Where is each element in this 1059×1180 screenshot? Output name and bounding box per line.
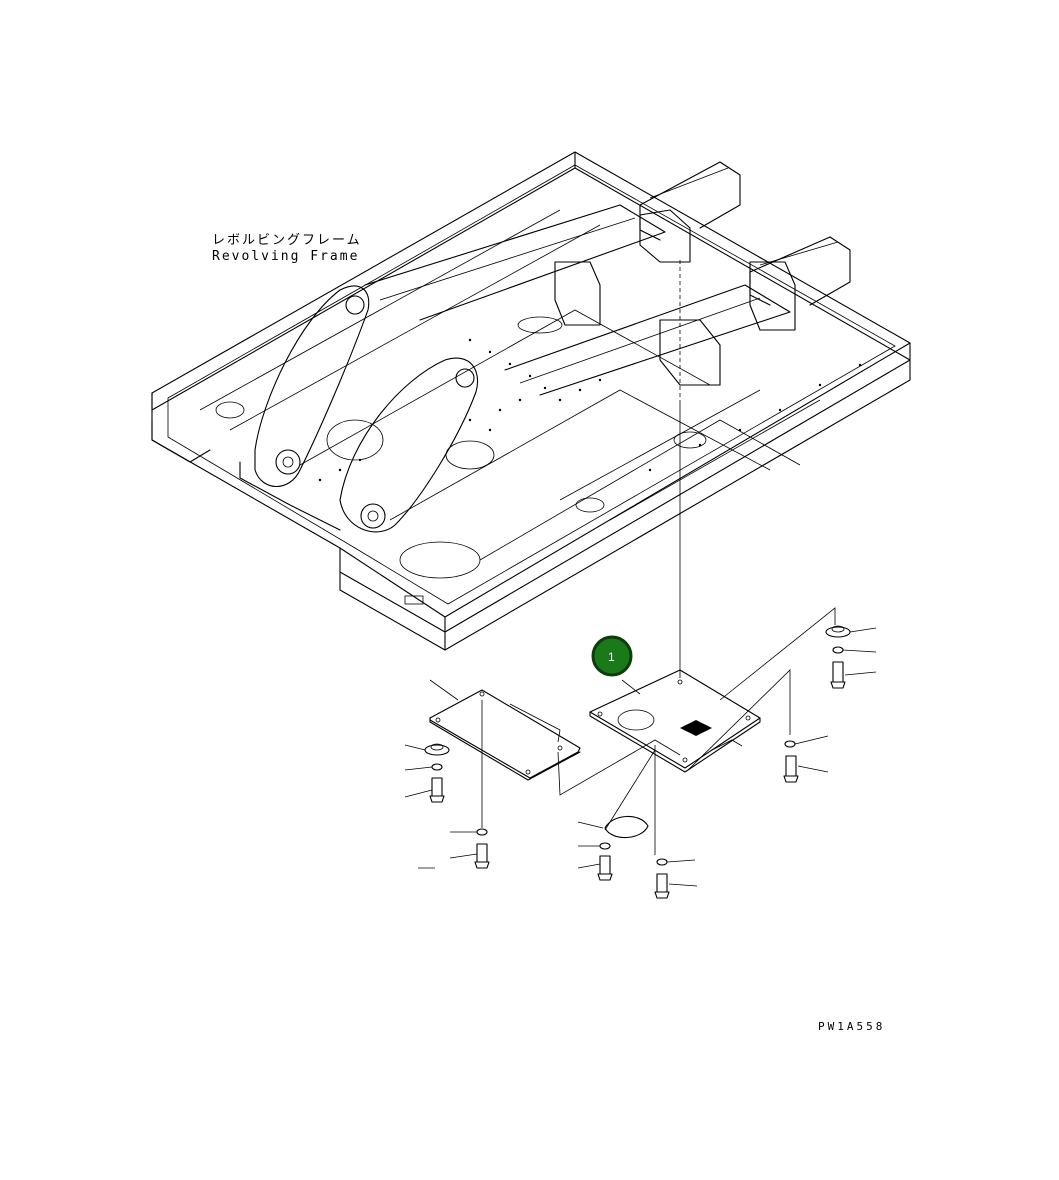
callout-number: 1: [608, 650, 615, 664]
hardware-right-mid: [783, 735, 829, 783]
access-cover: [577, 815, 649, 839]
callout-circle[interactable]: [591, 635, 633, 677]
hardware-center: [577, 842, 613, 881]
revolving-frame: [151, 151, 911, 651]
frame-label-en: Revolving Frame: [212, 249, 359, 264]
hardware-left: [404, 743, 450, 803]
hardware-center-right: [654, 858, 698, 899]
callout-badge-1[interactable]: 1: [591, 635, 633, 677]
hardware-right-top: [825, 625, 877, 689]
drawing-code: PW1A558: [818, 1020, 885, 1033]
right-cover-plate: [589, 669, 761, 773]
frame-label-jp: レボルビングフレーム: [212, 233, 362, 248]
hardware-center-left: [418, 828, 490, 869]
left-cover-plate: [429, 679, 581, 781]
